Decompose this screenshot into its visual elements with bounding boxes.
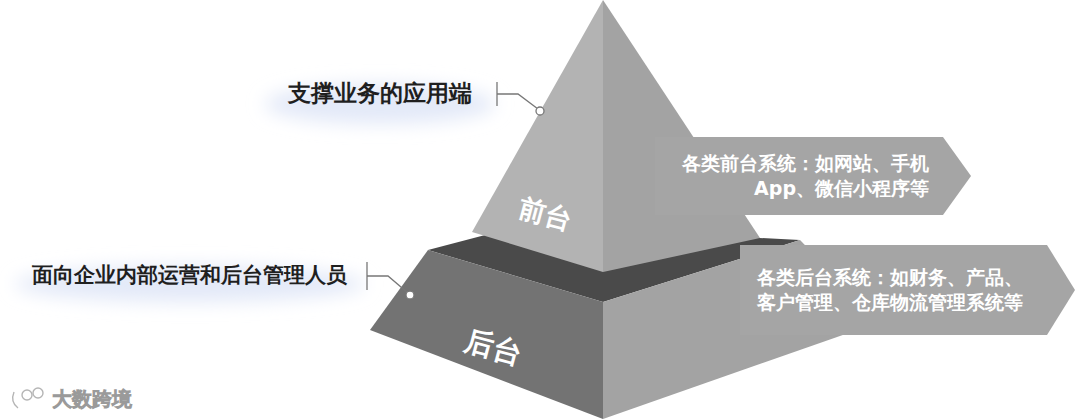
front-systems-banner: 各类前台系统：如网站、手机 App、微信小程序等 bbox=[655, 137, 971, 215]
logo-stroke bbox=[13, 392, 18, 408]
banner-text: 各类前台系统：如网站、手机 App、微信小程序等 bbox=[667, 151, 929, 201]
back-tier-label: 后台 bbox=[460, 323, 525, 372]
banner-fill bbox=[740, 245, 1075, 335]
banner-text: 各类后台系统：如财务、产品、客户管理、仓库物流管理系统等 bbox=[757, 265, 1033, 315]
leader-line bbox=[497, 94, 538, 109]
front-tier-label: 前台 bbox=[515, 191, 576, 236]
callout-label: 支撑业务的应用端 bbox=[288, 80, 472, 108]
arrow-banner-shape bbox=[740, 245, 1075, 335]
tier-name: 前台 bbox=[515, 191, 576, 236]
logo-ring bbox=[22, 390, 32, 400]
pyramid-left-face bbox=[472, 0, 603, 272]
back-systems-banner: 各类后台系统：如财务、产品、客户管理、仓库物流管理系统等 bbox=[740, 245, 1075, 335]
tier-name: 后台 bbox=[460, 323, 525, 372]
arrow-banner-shape bbox=[655, 137, 971, 215]
logo-ring bbox=[33, 388, 43, 398]
pyramid-right-face bbox=[603, 0, 760, 272]
callout-label: 面向企业内部运营和后台管理人员 bbox=[32, 263, 347, 288]
slab-left-face bbox=[370, 250, 603, 419]
watermark: 大数跨境 bbox=[52, 387, 132, 411]
watermark-logo bbox=[13, 388, 43, 408]
leader-dot bbox=[536, 107, 544, 115]
leader-dot bbox=[406, 291, 414, 299]
banner-fill bbox=[655, 137, 971, 215]
leader-line bbox=[367, 276, 408, 293]
